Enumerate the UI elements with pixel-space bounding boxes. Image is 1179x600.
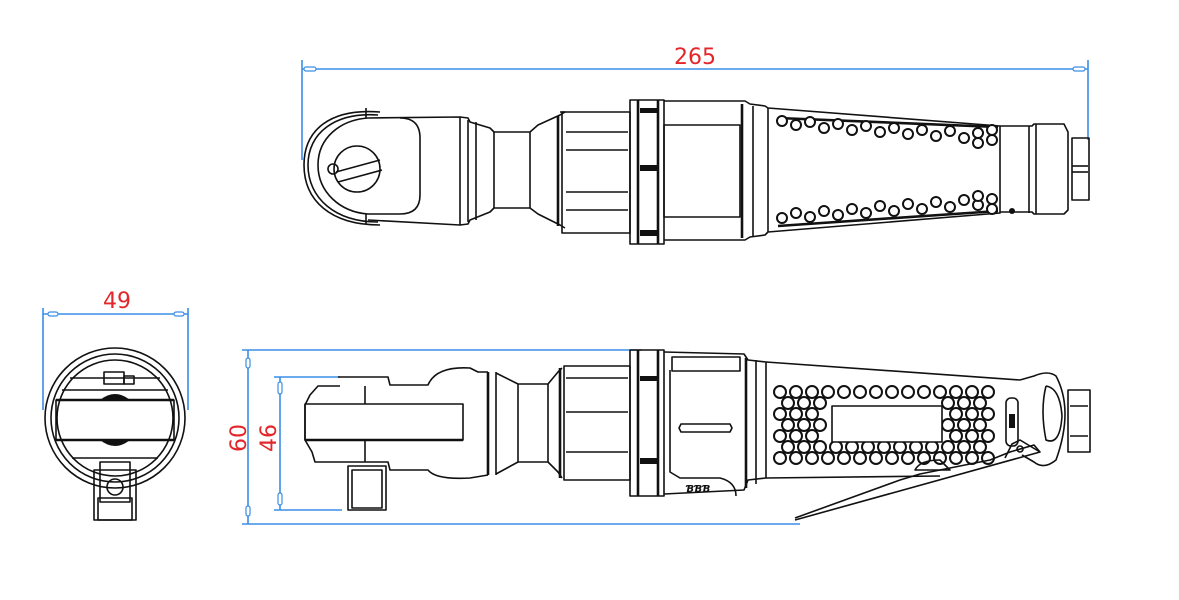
side-view: 60 46	[227, 349, 1091, 525]
dimension-overall-height: 60	[227, 349, 800, 525]
dimension-head-height: 46	[257, 376, 342, 511]
grip-texture-top	[776, 115, 999, 149]
top-view: 265	[301, 45, 1090, 245]
dimension-head-width: 49	[42, 289, 189, 410]
dimension-overall-length: 265	[301, 45, 1089, 160]
dimension-text-60: 60	[227, 424, 252, 452]
grip-texture-side	[773, 385, 995, 465]
dimension-text-46: 46	[257, 424, 282, 452]
logo-mark: ƁƁƁ	[685, 484, 710, 495]
dimension-text-265: 265	[674, 45, 716, 70]
grip-texture-bottom	[776, 190, 999, 228]
dimension-text-49: 49	[103, 289, 131, 314]
end-view: 49	[42, 289, 189, 521]
